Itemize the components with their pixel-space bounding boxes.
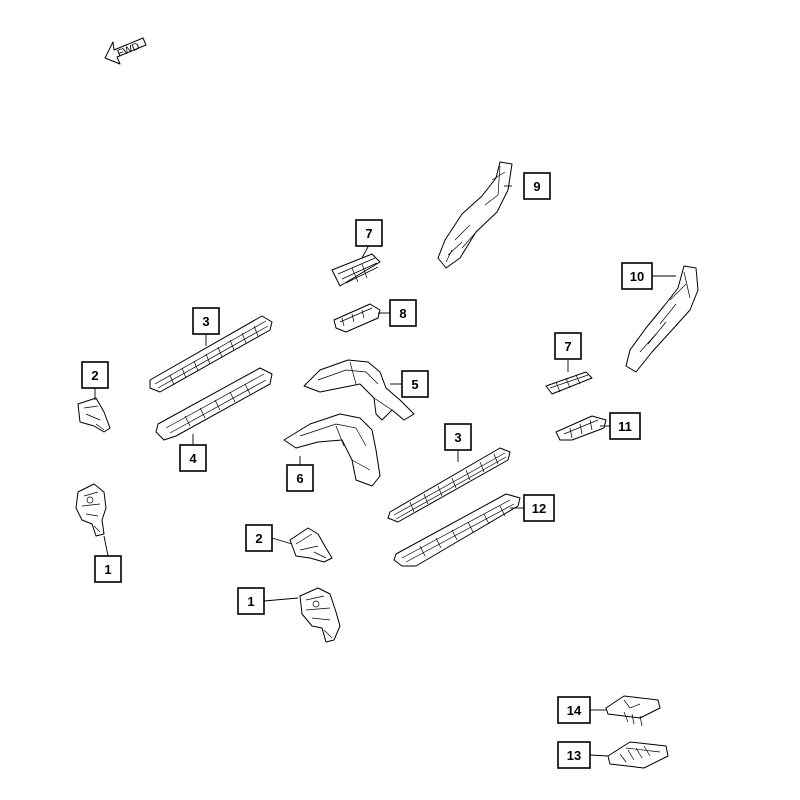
callout-8-label: 8 xyxy=(399,306,406,321)
part-10-pillar-reinforcement xyxy=(625,265,699,373)
callout-4: 4 xyxy=(179,444,207,472)
part-11-bracket xyxy=(555,415,607,441)
callout-6-label: 6 xyxy=(296,471,303,486)
callout-9: 9 xyxy=(523,172,551,200)
callout-8: 8 xyxy=(389,299,417,327)
callout-7-lower-label: 7 xyxy=(564,339,571,354)
leader-lines xyxy=(94,185,676,757)
forward-arrow-icon: FWD xyxy=(104,37,147,65)
callout-3-lower: 3 xyxy=(444,423,472,451)
part-2-center-bracket xyxy=(289,527,333,563)
part-2-left-bracket xyxy=(77,397,111,433)
fwd-label: FWD xyxy=(116,41,141,60)
callout-14-label: 14 xyxy=(567,703,582,718)
callout-7-upper: 7 xyxy=(355,219,383,247)
part-5-tunnel-bracket xyxy=(303,359,415,421)
callout-11-label: 11 xyxy=(618,419,632,434)
callout-2-left: 2 xyxy=(81,361,109,389)
callout-1-center: 1 xyxy=(237,587,265,615)
callout-3-upper-label: 3 xyxy=(202,314,209,329)
callout-3-lower-label: 3 xyxy=(454,430,461,445)
callout-1-left-label: 1 xyxy=(104,562,111,577)
part-4-sill-rail xyxy=(155,367,273,441)
callout-13: 13 xyxy=(557,741,591,769)
callout-1-left: 1 xyxy=(94,555,122,583)
callout-13-label: 13 xyxy=(567,748,581,763)
callout-3-upper: 3 xyxy=(192,307,220,335)
part-7-upper-cover xyxy=(331,253,381,287)
callout-9-label: 9 xyxy=(533,179,540,194)
callout-12: 12 xyxy=(523,494,555,522)
part-3-lower-rail xyxy=(387,447,511,523)
part-12-sill-rail xyxy=(393,493,521,567)
callout-14: 14 xyxy=(557,696,591,724)
part-14-clip xyxy=(605,695,661,727)
callout-12-label: 12 xyxy=(532,501,546,516)
callout-5: 5 xyxy=(401,370,429,398)
callout-10: 10 xyxy=(621,262,653,290)
part-9-pillar-reinforcement xyxy=(437,161,513,269)
callout-7-lower: 7 xyxy=(554,332,582,360)
part-3-upper-rail xyxy=(149,315,273,393)
callout-6: 6 xyxy=(286,464,314,492)
callout-4-label: 4 xyxy=(189,451,197,466)
callout-7-upper-label: 7 xyxy=(365,226,372,241)
callout-2-left-label: 2 xyxy=(91,368,98,383)
callout-10-label: 10 xyxy=(630,269,644,284)
part-13-clip xyxy=(607,741,669,769)
callout-2-center: 2 xyxy=(245,524,273,552)
callout-11: 11 xyxy=(609,412,641,440)
part-7-lower-cover xyxy=(545,371,593,395)
part-1-left-hinge-bracket xyxy=(75,483,107,537)
callout-1-center-label: 1 xyxy=(247,594,254,609)
callout-2-center-label: 2 xyxy=(255,531,262,546)
part-8-bracket xyxy=(333,303,381,333)
callout-5-label: 5 xyxy=(411,377,418,392)
part-6-crossmember xyxy=(283,413,381,487)
part-1-center-hinge-bracket xyxy=(299,587,341,643)
